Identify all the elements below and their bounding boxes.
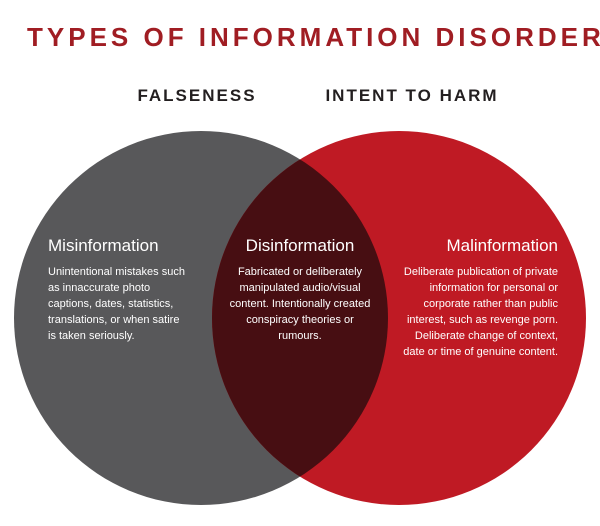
misinformation-description: Unintentional mistakes such as innaccura… [48, 266, 185, 342]
misinformation-section: Misinformation Unintentional mistakes su… [48, 236, 186, 345]
misinformation-heading: Misinformation [48, 236, 159, 255]
disinformation-section: Disinformation Fabricated or deliberatel… [224, 236, 376, 345]
label-falseness: FALSENESS [137, 86, 257, 105]
label-intent-to-harm: INTENT TO HARM [325, 86, 499, 105]
page-title: TYPES OF INFORMATION DISORDER [27, 22, 600, 52]
disinformation-description: Fabricated or deliberately manipulated a… [229, 266, 371, 342]
malinformation-heading: Malinformation [446, 236, 559, 255]
overlap-region [212, 131, 388, 505]
disinformation-heading: Disinformation [245, 236, 355, 255]
malinformation-section: Malinformation Deliberate publication of… [398, 236, 558, 361]
malinformation-description: Deliberate publication of private inform… [403, 266, 558, 358]
